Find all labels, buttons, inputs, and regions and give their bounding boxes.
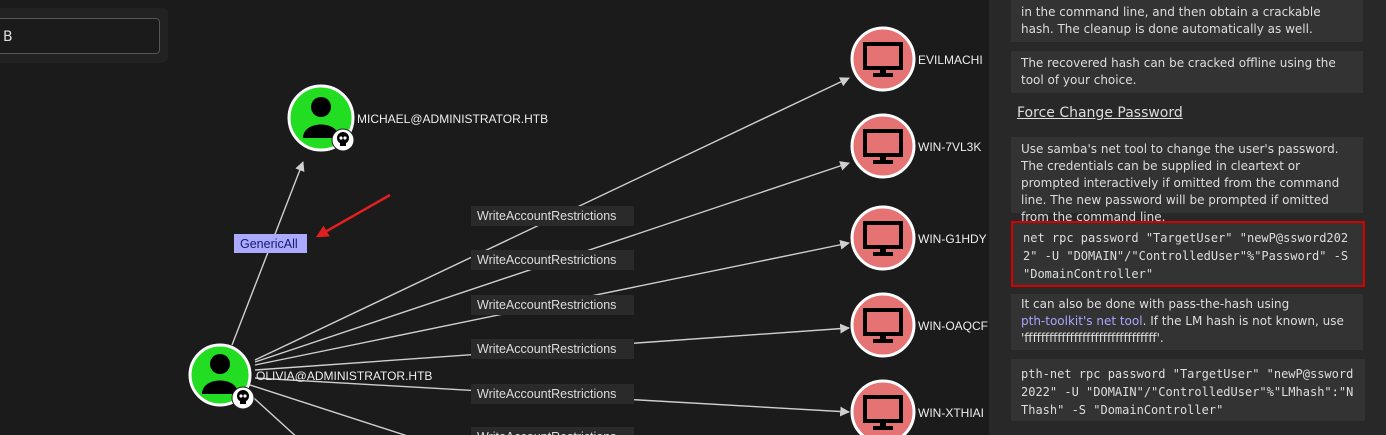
monitor-icon [863, 308, 903, 343]
write-label-text: WriteAccountRestrictions [477, 209, 616, 223]
generic-all-text: GenericAll [240, 237, 298, 251]
write-label-text: WriteAccountRestrictions [477, 253, 616, 267]
computer-label: WIN-XTHIAI [918, 406, 984, 420]
annotation-arrow [315, 193, 391, 238]
search-input[interactable]: B [0, 18, 160, 54]
write-label-2[interactable]: WriteAccountRestrictions [471, 250, 634, 270]
net-rpc-command[interactable]: net rpc password "TargetUser" "newP@sswo… [1011, 221, 1365, 287]
monitor-icon [863, 395, 903, 430]
pth-toolkit-link[interactable]: pth-toolkit's net tool [1021, 314, 1143, 328]
write-label-text: WriteAccountRestrictions [477, 298, 616, 312]
intro-text: in the command line, and then obtain a c… [1011, 0, 1363, 42]
computer-label: EVILMACHI [918, 53, 983, 67]
write-label-3[interactable]: WriteAccountRestrictions [471, 295, 634, 315]
write-label-6[interactable]: WriteAccountRestrictions [471, 427, 634, 435]
computer-node[interactable]: WIN-XTHIAI [850, 379, 984, 435]
write-label-1[interactable]: WriteAccountRestrictions [471, 206, 634, 226]
pth-text-pre: It can also be done with pass-the-hash u… [1021, 297, 1290, 311]
recovered-hash-text: The recovered hash can be cracked offlin… [1011, 51, 1363, 93]
skull-icon [331, 128, 355, 152]
pth-text: It can also be done with pass-the-hash u… [1011, 294, 1363, 350]
computer-node[interactable]: WIN-G1HDY [850, 205, 987, 271]
computer-node[interactable]: EVILMACHI [850, 26, 983, 92]
computer-label: WIN-7VL3K [918, 140, 981, 154]
write-label-5[interactable]: WriteAccountRestrictions [471, 384, 634, 404]
generic-all-label[interactable]: GenericAll [234, 234, 307, 253]
user-node-michael[interactable]: MICHAEL@ADMINISTRATOR.HTB [287, 84, 548, 152]
user-label-michael: MICHAEL@ADMINISTRATOR.HTB [357, 112, 548, 126]
pth-net-command[interactable]: pth-net rpc password "TargetUser" "newP@… [1011, 359, 1365, 421]
computer-label: WIN-OAQCF [918, 319, 988, 333]
write-label-text: WriteAccountRestrictions [477, 430, 616, 435]
write-label-4[interactable]: WriteAccountRestrictions [471, 339, 634, 359]
edge-info-panel[interactable]: in the command line, and then obtain a c… [989, 0, 1386, 435]
user-label-olivia: OLIVIA@ADMINISTRATOR.HTB [256, 369, 432, 383]
samba-text: Use samba's net tool to change the user'… [1011, 137, 1363, 224]
computer-label: WIN-G1HDY [918, 232, 987, 246]
edge-genericall[interactable] [231, 161, 305, 346]
monitor-icon [863, 221, 903, 256]
user-icon [202, 354, 238, 394]
pth-text-post: . If the LM hash is not known, use 'ffff… [1021, 314, 1344, 345]
computer-nodes: EVILMACHI WIN-7VL3K WIN-G1HDY WIN-OAQCF WIN-… [850, 26, 988, 435]
section-title-force-change-password[interactable]: Force Change Password [1017, 105, 1183, 121]
computer-node[interactable]: WIN-OAQCF [850, 292, 988, 358]
edge-write-6[interactable] [249, 384, 420, 435]
monitor-icon [863, 42, 903, 77]
computer-node[interactable]: WIN-7VL3K [850, 113, 981, 179]
monitor-icon [863, 129, 903, 164]
write-label-text: WriteAccountRestrictions [477, 342, 616, 356]
user-icon [303, 97, 339, 138]
write-label-text: WriteAccountRestrictions [477, 387, 616, 401]
skull-icon [231, 386, 255, 410]
user-node-olivia[interactable]: OLIVIA@ADMINISTRATOR.HTB [188, 343, 432, 410]
